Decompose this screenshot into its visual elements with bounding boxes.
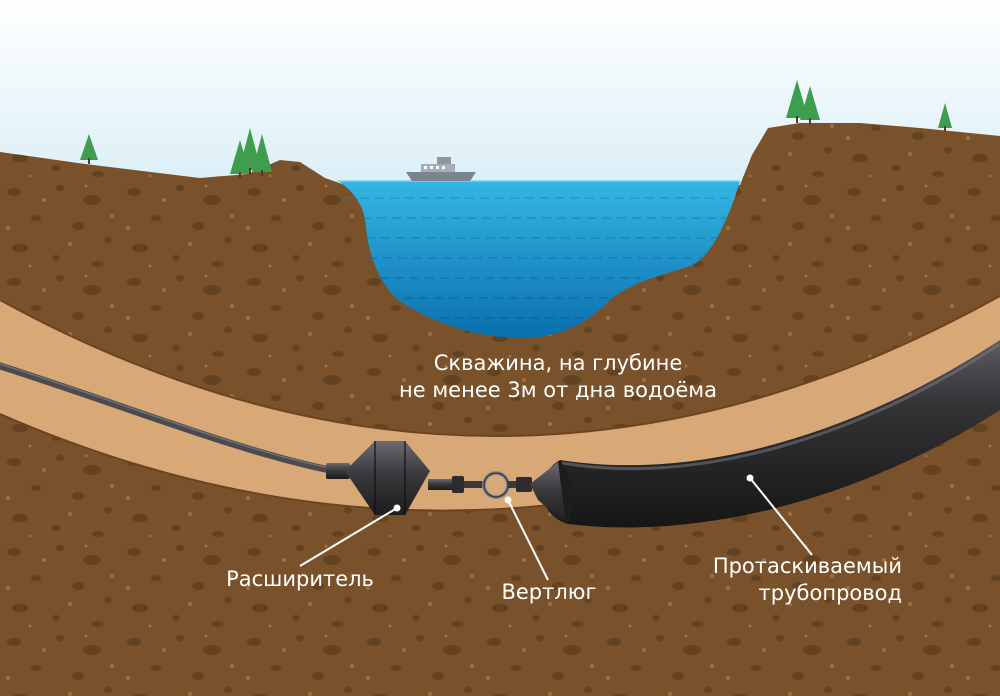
- pipeline-label: Протаскиваемый трубопровод: [640, 553, 902, 607]
- tree-icon: [938, 103, 952, 131]
- reamer-icon: [326, 441, 464, 515]
- drill-cable: [0, 362, 334, 474]
- swivel-leader: [507, 499, 549, 581]
- tree-icon: [786, 80, 808, 123]
- borehole-label-line2: не менее 3м от дна водоёма: [399, 378, 717, 402]
- borehole-label-line1: Скважина, на глубине: [433, 351, 683, 375]
- borehole-label: Скважина, на глубине не менее 3м от дна …: [338, 350, 778, 404]
- tree-icon: [80, 134, 98, 164]
- pull-head: [530, 462, 566, 524]
- swivel-label: Вертлюг: [501, 580, 597, 604]
- reamer-leader: [299, 507, 398, 567]
- tree-icon: [252, 134, 272, 176]
- pipeline-leader: [749, 477, 813, 556]
- reamer-label: Расширитель: [226, 567, 374, 591]
- ship-icon: [406, 157, 476, 181]
- pipeline-label-line2: трубопровод: [758, 581, 902, 605]
- pipeline-label-line1: Протаскиваемый: [712, 554, 902, 578]
- water-body: [338, 180, 740, 339]
- swivel-icon: [464, 471, 532, 499]
- tree-icon: [800, 86, 820, 124]
